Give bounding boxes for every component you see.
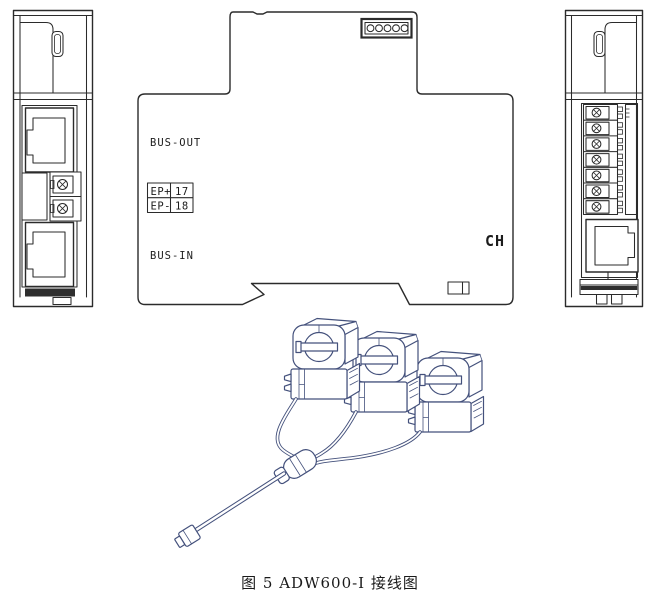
bus-out-label: BUS-OUT [150, 137, 201, 149]
screw-terminal [585, 121, 623, 136]
output-cable [193, 471, 287, 533]
right-module-clip-handle [593, 30, 606, 58]
right-module-rj45 [585, 218, 639, 281]
bottom-right-window [447, 281, 470, 295]
screw-terminal [585, 184, 623, 199]
right-side-module [564, 9, 644, 308]
left-module-din-clip [25, 288, 75, 306]
cable-plug [174, 524, 201, 548]
screw-terminal [585, 168, 623, 183]
center-module-outline [137, 11, 514, 306]
screw-terminal [585, 105, 623, 120]
top-connector-5pin [360, 17, 413, 39]
left-module-rj45-top [24, 107, 75, 173]
ep-minus-label: EP- [151, 200, 171, 212]
figure-caption: 图 5 ADW600-I 接线图 [241, 574, 419, 592]
ep-minus-terminal: 18 [175, 200, 189, 212]
screw-terminal [585, 137, 623, 151]
ct-clamp-1 [283, 317, 361, 400]
center-front-module: BUS-OUT BUS-IN CH EP+ 17 EP- 18 [137, 11, 514, 306]
left-module-screw-terminals [21, 171, 82, 222]
ep-terminal-table: EP+ 17 EP- 18 [146, 182, 194, 214]
right-module-terminal-block [582, 103, 638, 216]
ep-plus-terminal: 17 [175, 186, 189, 198]
screw-terminal [50, 199, 74, 218]
screw-terminal [585, 153, 623, 167]
left-module-rj45-bottom [24, 221, 75, 288]
right-module-din-clip [579, 278, 639, 305]
ep-plus-label: EP+ [151, 186, 171, 198]
ct-assembly [174, 317, 485, 548]
cable-junction-boot [273, 449, 317, 485]
left-side-module [12, 9, 94, 308]
ch-label: CH [485, 232, 505, 250]
left-module-clip-handle [51, 30, 64, 58]
bus-in-label: BUS-IN [150, 250, 194, 262]
screw-terminal [50, 175, 74, 194]
screw-terminal [585, 200, 623, 214]
